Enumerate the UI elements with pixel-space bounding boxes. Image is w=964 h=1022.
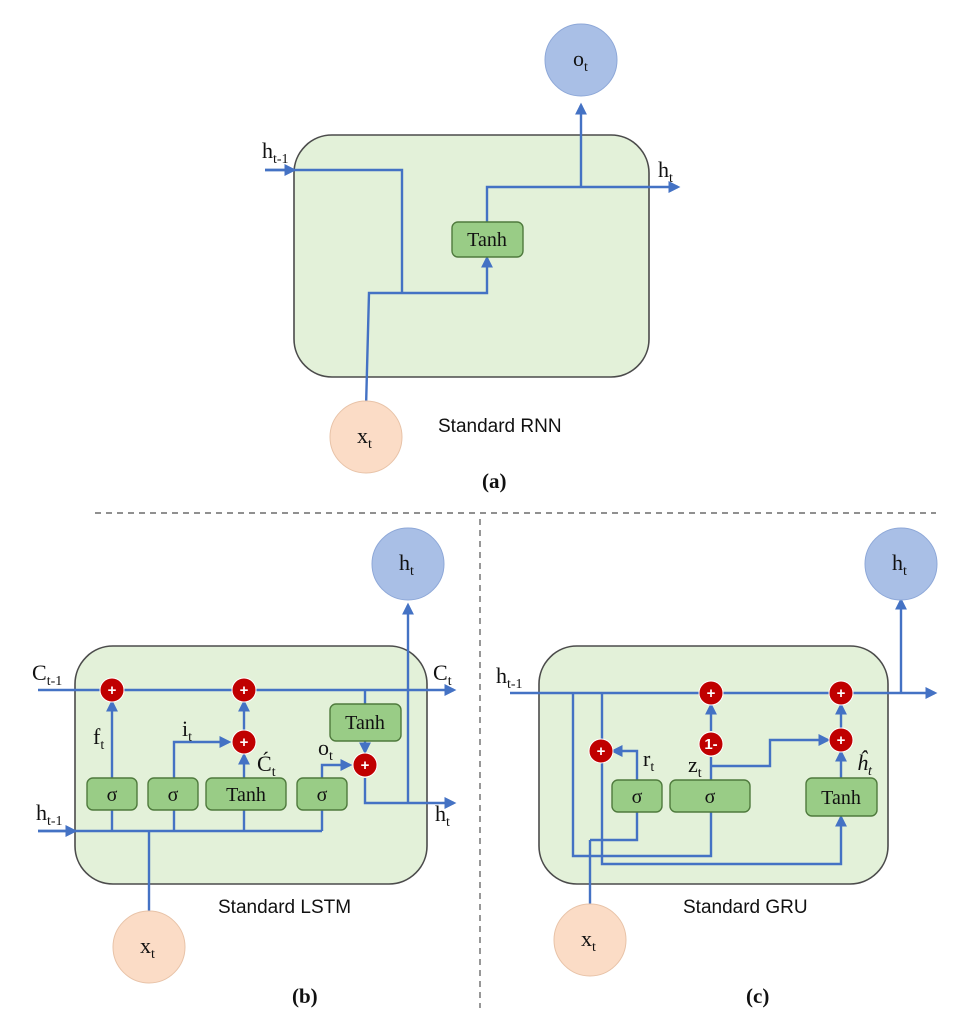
rnn-panel: Tanh ot xt ht-1 ht Standard RNN (a): [262, 23, 681, 493]
rnn-x-wire: [364, 255, 493, 409]
rnn-output-node: [544, 23, 618, 97]
lstm-forget-mult-symbol: +: [108, 682, 117, 699]
rnn-tanh-label: Tanh: [467, 229, 507, 251]
lstm-candidate-gate-label: Tanh: [226, 784, 266, 806]
gru-candidate-mult-symbol: +: [837, 732, 846, 749]
gru-output-node: [864, 527, 938, 601]
lstm-forget-gate-label: σ: [107, 784, 118, 806]
gru-x-label: xt: [581, 926, 596, 955]
gru-h-node-label: ht: [892, 550, 907, 579]
lstm-ctilde-label: Ćt: [257, 751, 276, 780]
rnn-tanh-out-wire: [485, 185, 581, 222]
gru-input-node: [553, 903, 627, 977]
lstm-cout-label: Ct: [433, 660, 452, 689]
lstm-input-node: [112, 910, 186, 984]
lstm-output-gate: [296, 777, 348, 811]
lstm-input-mult-op: [231, 729, 257, 755]
gru-one-minus-op: [698, 731, 724, 757]
gru-inner-loop: [600, 693, 847, 866]
lstm-add-op: [231, 677, 257, 703]
lstm-tanh-out-label: Tanh: [345, 712, 385, 734]
rnn-panel-label: (a): [482, 469, 507, 493]
lstm-caption: Standard LSTM: [218, 897, 351, 918]
lstm-i-label: it: [182, 716, 192, 745]
gru-caption: Standard GRU: [683, 897, 808, 918]
lstm-f-label: ft: [93, 724, 104, 753]
lstm-output-mult-symbol: +: [361, 757, 370, 774]
gru-outer-loop: [571, 693, 713, 858]
gru-hprev-label: ht-1: [496, 663, 523, 692]
lstm-output-gate-label: σ: [317, 784, 328, 806]
rnn-o-label: ot: [573, 46, 588, 75]
rnn-hout-label: ht: [658, 157, 673, 186]
lstm-o-label: ot: [318, 735, 333, 764]
gru-z-label: zt: [688, 752, 702, 781]
lstm-panel-label: (b): [292, 984, 318, 1008]
lstm-input-mult-symbol: +: [240, 734, 249, 751]
gru-add-op: [828, 680, 854, 706]
lstm-output-mult-op: [352, 752, 378, 778]
gru-keep-mult-symbol: +: [707, 685, 716, 702]
lstm-hout-label: ht: [435, 801, 450, 830]
gru-keep-mult-op: [698, 680, 724, 706]
gru-x-to-r: [590, 812, 639, 842]
gru-add-symbol: +: [837, 685, 846, 702]
rnn-input-node: [329, 400, 403, 474]
gru-reset-mult-op: [588, 738, 614, 764]
gru-update-gate: [669, 779, 751, 813]
lstm-input-gate: [147, 777, 199, 811]
rnn-hprev-wire: [265, 168, 404, 293]
gru-reset-gate-label: σ: [632, 786, 643, 808]
rnn-tanh-gate: [451, 221, 524, 258]
gru-hhat-label: ĥt: [857, 750, 873, 779]
lstm-forget-mult-op: [99, 677, 125, 703]
gru-one-minus-symbol: 1-: [704, 736, 717, 753]
lstm-panel: σ σ Tanh σ Tanh + + + + ht xt Ct-1 Ct ht…: [32, 527, 457, 1008]
lstm-input-gate-label: σ: [168, 784, 179, 806]
lstm-tanh-out-gate: [329, 703, 402, 742]
rnn-x-label: xt: [357, 423, 372, 452]
gru-tanh-gate-label: Tanh: [821, 787, 861, 809]
gru-r-label: rt: [643, 746, 654, 775]
lstm-x-label: xt: [140, 933, 155, 962]
lstm-output-node: [371, 527, 445, 601]
gru-reset-gate: [611, 779, 663, 813]
lstm-h-out-wire: [363, 778, 457, 809]
lstm-i-out: [172, 736, 232, 778]
lstm-h-node-label: ht: [399, 550, 414, 579]
gru-z-to-mult: [711, 734, 831, 768]
gru-panel-label: (c): [746, 984, 769, 1008]
gru-update-gate-label: σ: [705, 786, 716, 808]
gru-reset-mult-symbol: +: [597, 743, 606, 760]
rnn-caption: Standard RNN: [438, 416, 562, 437]
lstm-forget-gate: [86, 777, 138, 811]
gru-tanh-gate: [805, 777, 878, 817]
lstm-candidate-gate: [205, 777, 287, 811]
lstm-hprev-label: ht-1: [36, 800, 63, 829]
gru-r-out: [610, 745, 639, 780]
gru-candidate-mult-op: [828, 727, 854, 753]
lstm-o-out: [320, 759, 353, 778]
gru-panel: σ σ Tanh + + 1- + + ht xt ht-1 rt zt ĥt …: [496, 527, 938, 1008]
rnn-hprev-label: ht-1: [262, 138, 289, 167]
lstm-add-symbol: +: [240, 682, 249, 699]
lstm-cprev-label: Ct-1: [32, 660, 62, 689]
